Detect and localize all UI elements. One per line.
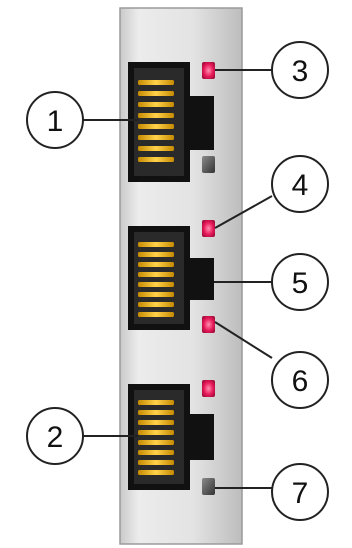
upper-port-bottom-led (202, 156, 215, 173)
svg-text:7: 7 (292, 477, 309, 510)
middle-port-pins (138, 242, 174, 317)
svg-text:1: 1 (47, 105, 64, 138)
callout-2: 2 (26, 407, 84, 465)
callout-6: 6 (271, 351, 329, 409)
middle-port-lower-led (202, 316, 215, 333)
lower-port (128, 384, 214, 490)
lower-port-bottom-led (202, 478, 215, 495)
svg-text:5: 5 (292, 267, 309, 300)
lower-port-pins (138, 400, 174, 475)
callout-7: 7 (271, 463, 329, 521)
upper-port (128, 62, 214, 182)
svg-text:4: 4 (292, 169, 309, 202)
upper-port-led (202, 62, 215, 79)
middle-port-upper-led (202, 220, 215, 237)
svg-text:2: 2 (47, 421, 64, 454)
callout-3: 3 (271, 41, 329, 99)
svg-text:3: 3 (292, 55, 309, 88)
callout-5: 5 (271, 253, 329, 311)
middle-port (128, 226, 214, 330)
callout-4: 4 (271, 155, 329, 213)
svg-text:6: 6 (292, 365, 309, 398)
leader-lines (83, 69, 273, 489)
lower-port-top-led (202, 380, 215, 397)
callout-1: 1 (26, 91, 84, 149)
upper-port-pins (138, 80, 174, 162)
